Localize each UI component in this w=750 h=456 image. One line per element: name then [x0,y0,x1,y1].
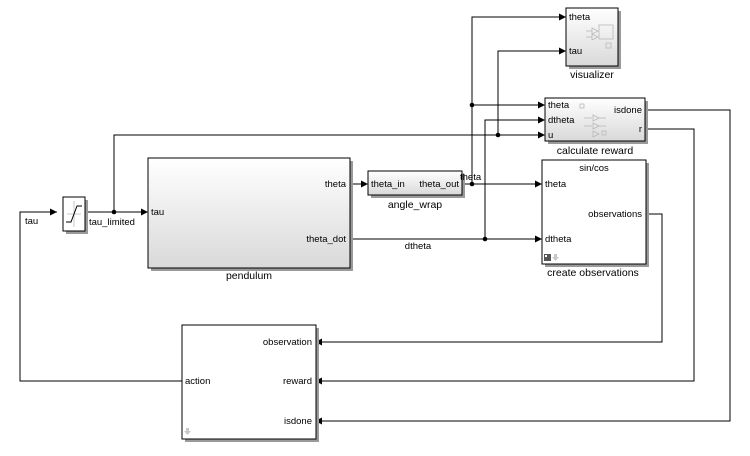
signal-label-tau-limited: tau_limited [89,217,135,228]
agent-in-port-reward: reward [283,376,312,387]
visualizer-in-port-theta: theta [569,12,591,23]
angle-wrap-in-port: theta_in [371,179,405,190]
agent-out-port-action: action [185,376,210,387]
angle-wrap-block-name: angle_wrap [388,199,442,211]
pendulum-block-name: pendulum [226,270,272,282]
signal-lines [19,16,731,422]
observations-in-port-theta: theta [545,179,567,190]
observations-in-port-dtheta: dtheta [545,234,572,245]
visualizer-in-port-tau: tau [569,46,582,57]
subsystem-icon [544,254,559,261]
signal-labels: tau tau_limited theta dtheta [25,172,482,252]
visualizer-block-name: visualizer [570,69,614,81]
down-arrow-icon [184,428,191,435]
pendulum-block[interactable]: tau theta theta_dot pendulum [147,157,353,282]
reward-out-port-r: r [639,124,642,135]
signal-label-dtheta: dtheta [405,241,432,252]
observations-block-name: create observations [547,267,639,279]
branch-points [111,102,501,242]
angle-wrap-out-port: theta_out [419,179,459,190]
reward-in-port-dtheta: dtheta [548,115,575,126]
observations-out-port: observations [588,209,642,220]
agent-in-port-observation: observation [263,337,312,348]
wire-dtheta-to-reward[interactable] [484,119,538,239]
wire-action-to-saturation[interactable] [19,211,182,382]
arrowheads [50,13,566,425]
angle-wrap-block[interactable]: theta_in theta_out angle_wrap [367,170,465,211]
saturation-icon [66,205,82,223]
wire-isdone-to-agent[interactable] [322,109,731,422]
wire-reward-to-agent[interactable] [322,128,695,382]
wire-observations-to-agent[interactable] [322,213,663,343]
signal-label-theta: theta [460,172,482,183]
agent-in-port-isdone: isdone [284,416,312,427]
create-observations-block[interactable]: sin/cos theta dtheta observations create… [541,159,649,279]
reward-preview-icon [579,103,607,138]
wire-theta-branch[interactable] [471,16,559,184]
visualizer-block[interactable]: theta tau visualizer [565,7,621,81]
reward-block-name: calculate reward [557,145,634,157]
wire-tau-limited-to-reward-u[interactable] [113,134,538,212]
pendulum-out-port-theta: theta [325,179,347,190]
reward-in-port-theta: theta [548,100,570,111]
pendulum-in-port-tau: tau [151,207,164,218]
wire-tau-to-visualizer[interactable] [497,50,559,135]
calculate-reward-block[interactable]: theta dtheta u isdone r calculate reward [544,97,648,157]
observations-block-title: sin/cos [579,163,609,174]
saturation-block[interactable] [62,196,88,234]
reward-in-port-u: u [548,130,553,141]
agent-block[interactable]: observation reward isdone action [181,324,319,442]
pendulum-out-port-theta-dot: theta_dot [306,234,346,245]
visualizer-preview-icon [586,24,614,49]
signal-label-tau: tau [25,216,38,227]
reward-out-port-isdone: isdone [614,105,642,116]
